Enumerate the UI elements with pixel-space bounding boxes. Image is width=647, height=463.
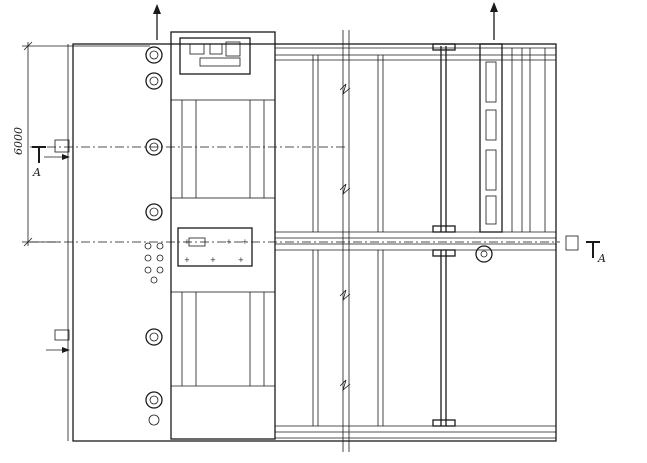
break-lines [339,30,351,452]
center-lines [30,146,560,243]
carriage-column: + + + + + + [170,31,276,440]
vertical-rods [312,43,456,427]
section-marker-right: A [565,235,606,265]
svg-text:+: + [242,238,248,246]
svg-text:+: + [210,256,216,264]
exhaust-arrows [153,2,498,40]
svg-text:+: + [184,256,190,264]
section-label-left: A [32,166,41,179]
section-marker-left: A [32,139,70,353]
dimension-6000: 6000 [12,41,150,247]
slotted-column [475,43,546,263]
svg-text:+: + [238,256,244,264]
fixture-column [144,46,164,426]
outer-frame [67,43,557,442]
dimension-label: 6000 [12,127,25,155]
section-label-right: A [597,252,606,265]
guide-rails [275,47,556,439]
